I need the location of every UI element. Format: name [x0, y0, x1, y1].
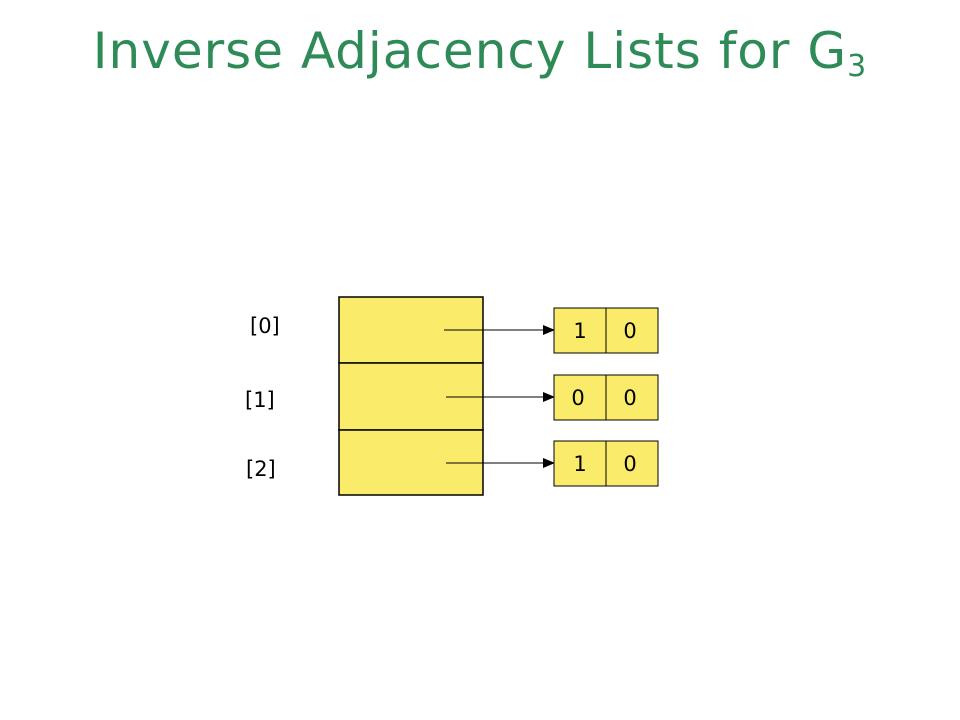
list-node-1-link: 0 — [623, 386, 636, 410]
list-node-2-vertex-field — [553, 440, 607, 487]
list-node-1: 0 0 — [553, 374, 659, 421]
index-label-0: [0] — [250, 314, 280, 338]
list-node-2-link-field — [605, 440, 659, 487]
list-node-2-link: 0 — [623, 452, 636, 476]
page-title: Inverse Adjacency Lists for G3 — [0, 22, 960, 84]
list-node-0-vertex: 1 — [573, 319, 586, 343]
list-node-1-vertex: 0 — [571, 386, 584, 410]
list-node-2-vertex: 1 — [573, 452, 586, 476]
list-node-0-vertex-field — [553, 307, 607, 354]
list-node-0-link-field — [605, 307, 659, 354]
index-label-1: [1] — [245, 388, 275, 412]
list-node-0-link: 0 — [623, 319, 636, 343]
list-node-0: 1 0 — [553, 307, 659, 354]
list-node-2: 1 0 — [553, 440, 659, 487]
title-text: Inverse Adjacency Lists for G — [92, 22, 848, 80]
title-subscript: 3 — [847, 49, 868, 84]
index-label-2: [2] — [246, 457, 276, 481]
list-node-1-vertex-field — [553, 374, 607, 421]
list-node-1-link-field — [605, 374, 659, 421]
